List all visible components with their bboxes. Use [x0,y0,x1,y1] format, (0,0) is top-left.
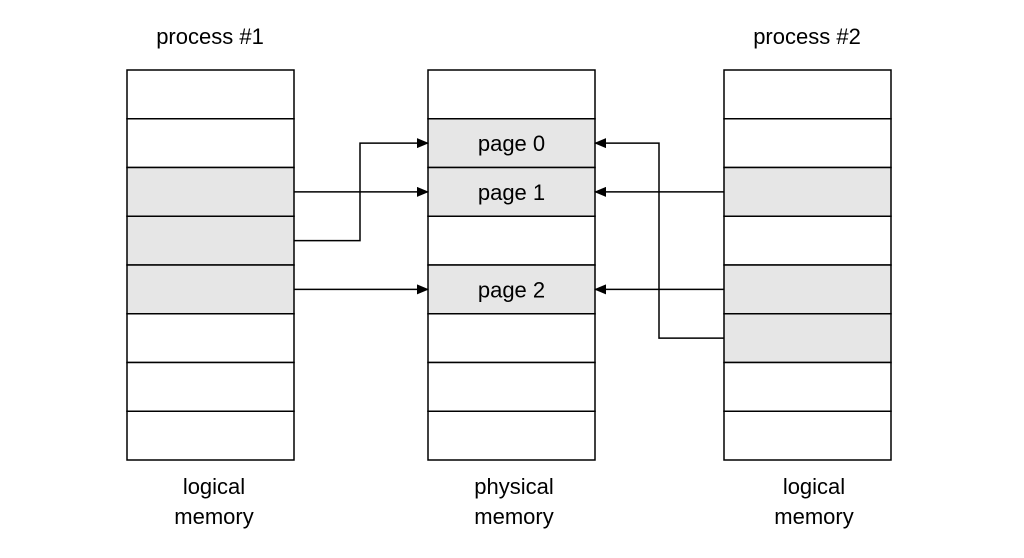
process2-cell-3 [723,215,892,266]
process1-caption-line1: logical [183,474,245,499]
physical-cell-4 [427,264,596,315]
process2-cell-5 [723,313,892,364]
physical-cell-5 [427,313,596,364]
process1-cell-2 [126,166,295,217]
mapping-arrow-process2-row-5 [594,138,724,339]
process1-cell-1 [126,118,295,169]
physical-cell-label-4: page 2 [478,277,545,302]
physical-cell-6 [427,361,596,412]
process2-cell-0 [723,69,892,120]
mapping-arrow-process1-row-3 [294,138,429,242]
process1-cell-5 [126,313,295,364]
physical-caption-line1: physical [474,474,553,499]
page-mapping-arrows [294,138,724,339]
process2-title: process #2 [753,24,861,49]
physical-cell-1 [427,118,596,169]
physical-cell-7 [427,410,596,461]
process2-cell-6 [723,361,892,412]
process1-cell-3 [126,215,295,266]
physical-memory: page 0 page 1 page 2 [427,69,596,461]
physical-cell-label-2: page 1 [478,180,545,205]
process2-logical-memory [723,69,892,461]
process2-cell-7 [723,410,892,461]
process1-cell-7 [126,410,295,461]
process2-caption-line1: logical [783,474,845,499]
physical-caption-line2: memory [474,504,553,529]
process1-cell-6 [126,361,295,412]
process1-cell-0 [126,69,295,120]
process2-cell-4 [723,264,892,315]
process2-cell-1 [723,118,892,169]
physical-cell-3 [427,215,596,266]
process2-caption-line2: memory [774,504,853,529]
physical-cell-label-1: page 0 [478,131,545,156]
physical-cell-0 [427,69,596,120]
process1-title: process #1 [156,24,264,49]
process1-logical-memory [126,69,295,461]
process2-cell-2 [723,166,892,217]
process1-caption-line2: memory [174,504,253,529]
process1-cell-4 [126,264,295,315]
physical-cell-2 [427,166,596,217]
